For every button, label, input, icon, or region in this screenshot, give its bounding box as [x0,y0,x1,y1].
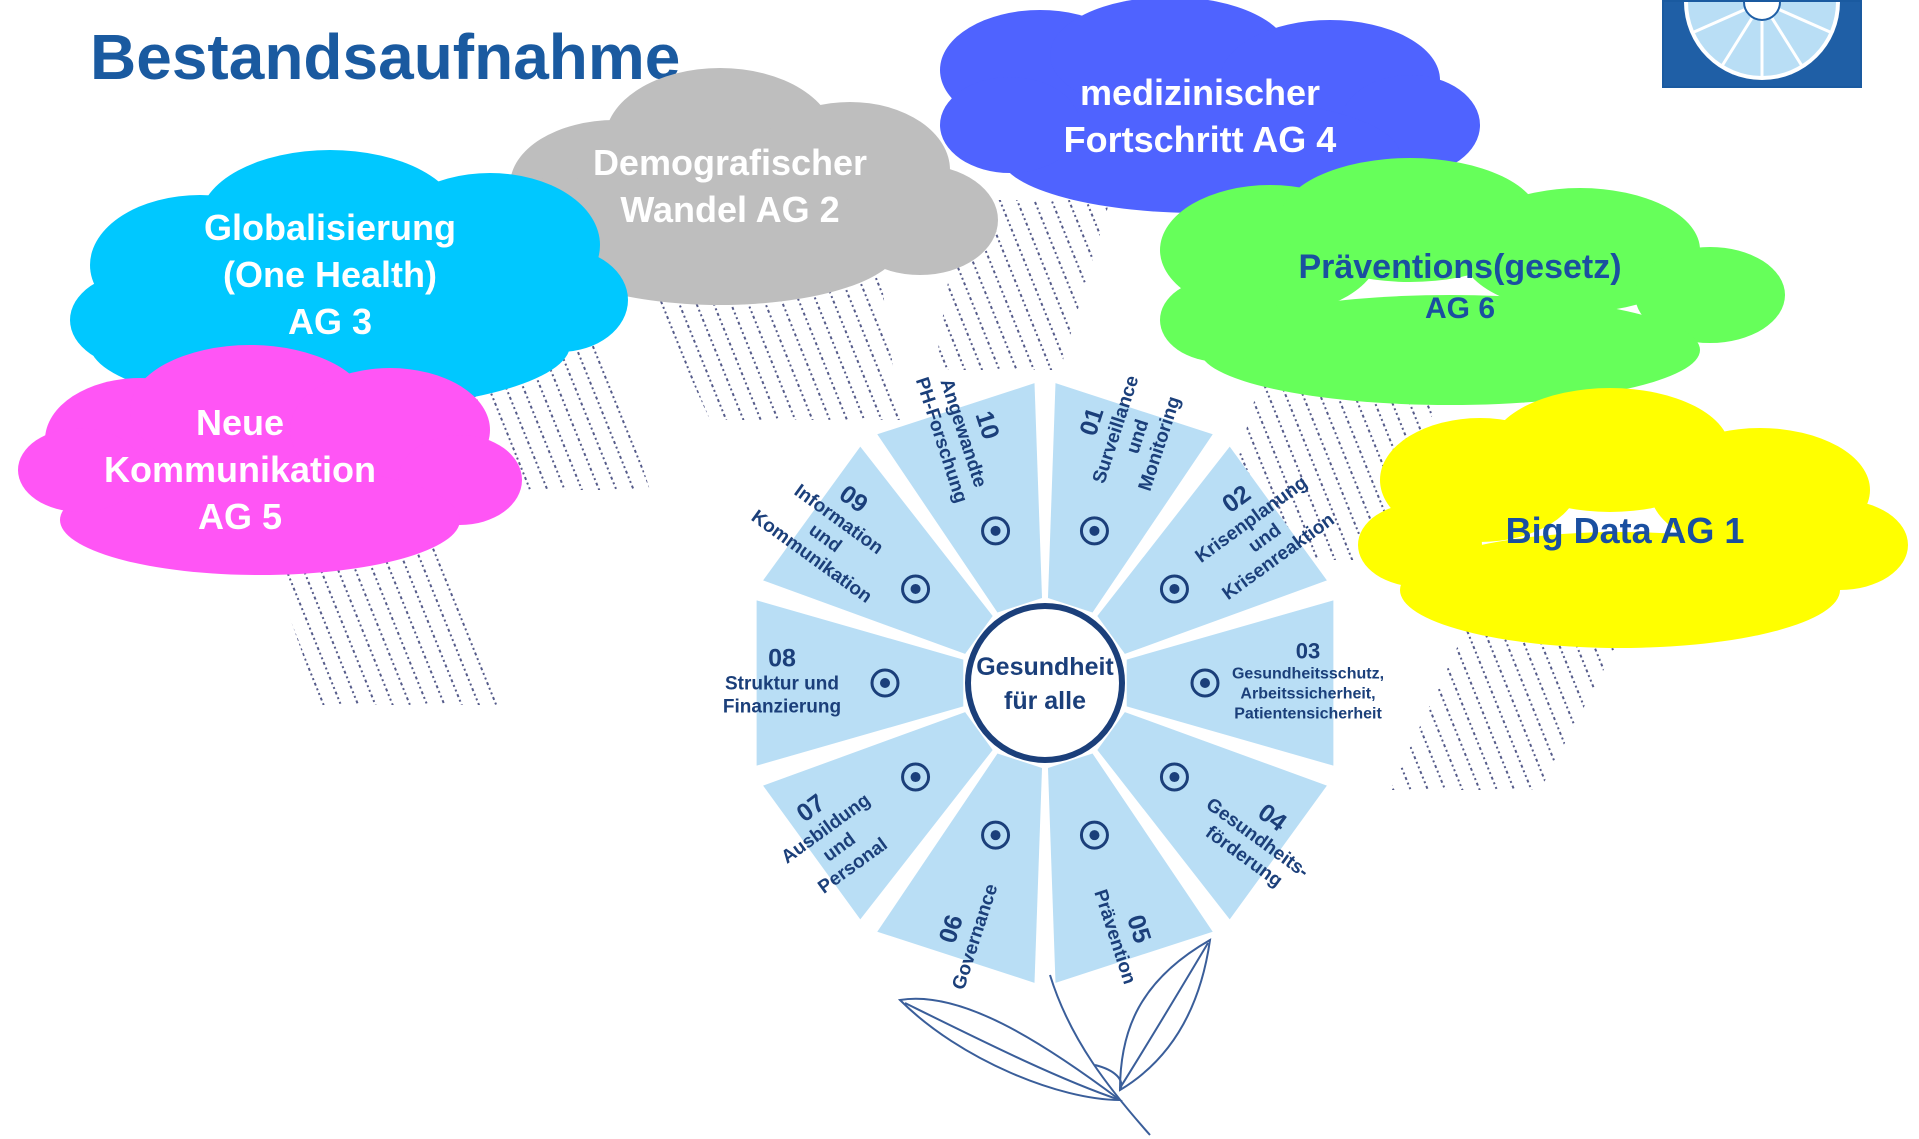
books-icon-dot [990,525,1001,536]
cloud-ag5-line2: Kommunikation [103,448,376,490]
cloud-ag4-line1: medizinischer [1079,72,1321,113]
segment-text-line: Arbeitssicherheit, [1240,685,1375,702]
rain-ag2 [650,270,900,420]
segment-number: 08 [768,644,796,672]
cloud-ag1-line1: Big Data AG 1 [1505,510,1745,551]
wheel-segment-07 [763,712,993,920]
stem-and-leaves [897,938,1212,1136]
cloud-label-ag2: Demografischer Wandel AG 2 [560,140,900,234]
segment-text-line: Gesundheitsschutz, [1232,665,1384,682]
monitor-chart-icon-dot [1169,583,1180,594]
leaf-stem-right [1094,1064,1123,1091]
segment-text-line: Struktur und [725,673,839,694]
building-people-icon-dot [990,830,1001,841]
health-wheel: 01SurveillanceundMonitoring02Krisenplanu… [723,373,1384,992]
scales-icon-dot [880,678,890,688]
cloud-ag2-line2: Wandel AG 2 [620,188,840,230]
segment-number: 03 [1296,638,1320,663]
cloud-ag1 [1358,388,1908,648]
apple-icon-dot [1169,772,1180,783]
wheel-segment-05 [1047,753,1213,983]
cloud-ag4-line2: Fortschritt AG 4 [1063,118,1337,160]
cloud-ag6-line1: Präventions(gesetz) [1298,248,1622,286]
cloud-ag5-line1: Neue [195,402,285,443]
stem [1049,974,1151,1136]
binoculars-icon [1079,516,1109,546]
rain-ag1 [1390,620,1630,790]
wheel-segment-08 [756,600,964,766]
wheel-segment-02 [1097,446,1327,654]
logo-wheel-icon [1684,2,1840,80]
logo [1662,0,1862,88]
binoculars-icon-dot [1089,525,1100,536]
syringe-icon-dot [1089,830,1100,841]
wheel-segment-09 [763,446,993,654]
leaf-left [897,997,1124,1102]
leaf-left-vein [904,1002,1121,1101]
cloud-ag5-line3: AG 5 [197,495,283,537]
cloud-ag3 [70,150,628,410]
wheel-center [965,603,1125,763]
wheel-segment-03 [1126,600,1334,766]
leaf-right-vein [1119,942,1209,1089]
wheel-segment-04 [1097,712,1327,920]
apple-icon [1159,762,1189,792]
rain-ag5 [270,540,505,705]
network-people-icon [901,762,931,792]
cloud-ag2-line1: Demografischer [592,142,868,183]
wheel-segment-06 [877,753,1043,983]
cloud-ag5 [18,345,522,575]
segment-text-line: Patientensicherheit [1234,705,1382,722]
hands-people-icon [1190,668,1220,698]
wheel-center-line1: Gesundheit [976,653,1114,681]
page-title: Bestandsaufnahme [90,21,681,93]
cloud-label-ag6: Präventions(gesetz) AG 6 [1260,245,1660,328]
cloud-label-ag1: Big Data AG 1 [1460,508,1790,555]
wheel-segment-10 [877,383,1043,613]
scales-icon [870,668,900,698]
cloud-ag4 [940,0,1480,213]
speech-bubbles-icon-dot [910,583,921,594]
books-icon [981,516,1011,546]
syringe-icon [1079,820,1109,850]
cloud-ag6-line2: AG 6 [1424,292,1496,326]
leaf-right [1118,938,1212,1092]
speech-bubbles-icon [901,574,931,604]
network-people-icon-dot [910,772,921,783]
building-people-icon [981,820,1011,850]
segment-text-line: Finanzierung [723,696,841,717]
cloud-ag6 [1160,158,1785,405]
cloud-ag3-line2: (One Health) [222,253,437,295]
wheel-center-line2: für alle [1004,687,1086,715]
cloud-ag3-line3: AG 3 [287,300,373,342]
cloud-label-ag5: Neue Kommunikation AG 5 [80,400,400,540]
monitor-chart-icon [1159,574,1189,604]
cloud-label-ag4: medizinischer Fortschritt AG 4 [1030,70,1370,164]
hands-people-icon-dot [1200,678,1210,688]
cloud-label-ag3: Globalisierung (One Health) AG 3 [170,205,490,345]
cloud-ag3-line1: Globalisierung [203,207,457,248]
wheel-segment-01 [1047,383,1213,613]
